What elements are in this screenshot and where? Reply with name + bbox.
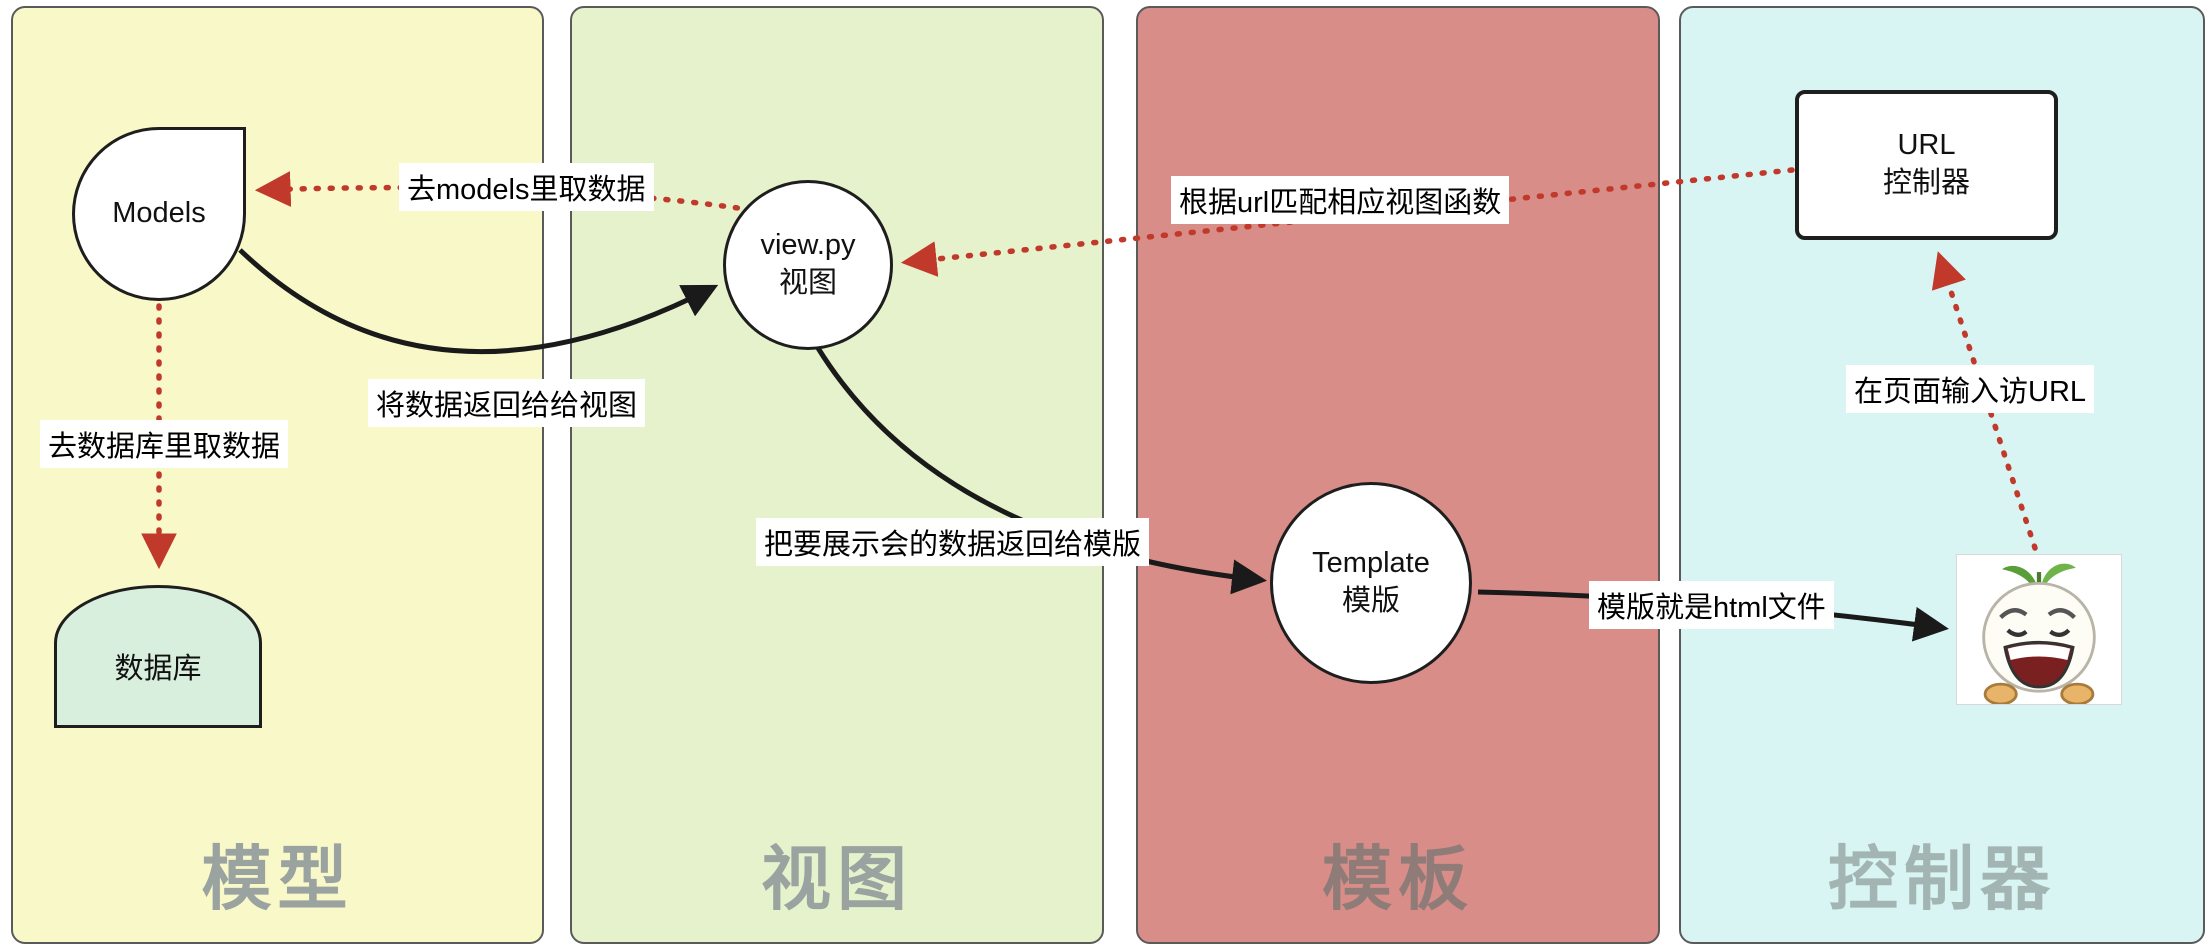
- panel-controller-title: 控制器: [1828, 840, 2056, 918]
- label-models-to-view: 将数据返回给给视图: [368, 379, 646, 427]
- node-template: Template 模版: [1270, 482, 1472, 684]
- node-database-label: 数据库: [114, 652, 202, 685]
- panel-template: 模板: [1136, 6, 1660, 944]
- node-database: 数据库: [54, 585, 262, 728]
- meme-face-image: [1956, 554, 2122, 705]
- node-template-label-line1: Template: [1312, 547, 1430, 580]
- label-models-to-db: 去数据库里取数据: [40, 420, 289, 468]
- node-view-label-line1: view.py: [760, 229, 856, 262]
- node-template-label-line2: 模版: [1341, 585, 1400, 617]
- node-url-label-line1: URL: [1897, 129, 1956, 162]
- panel-model: 模型: [11, 6, 544, 944]
- node-view-label-line2: 视图: [778, 267, 837, 299]
- panel-template-title: 模板: [1322, 840, 1474, 918]
- label-view-to-template: 把要展示会的数据返回给模版: [756, 518, 1150, 566]
- node-url-controller: URL 控制器: [1795, 90, 2058, 240]
- panel-view-title: 视图: [761, 840, 913, 918]
- label-user-to-url: 在页面输入访URL: [1846, 365, 2095, 413]
- laughing-face-icon: [1982, 563, 2096, 704]
- panel-model-title: 模型: [201, 840, 354, 918]
- node-url-label-line2: 控制器: [1882, 167, 1970, 199]
- label-url-to-view: 根据url匹配相应视图函数: [1171, 176, 1510, 224]
- panel-view: 视图: [570, 6, 1104, 944]
- label-template-to-user: 模版就是html文件: [1589, 581, 1834, 629]
- node-models-label: Models: [112, 197, 206, 230]
- node-models: Models: [72, 127, 246, 301]
- label-view-to-models: 去models里取数据: [399, 163, 654, 211]
- node-view: view.py 视图: [723, 180, 893, 350]
